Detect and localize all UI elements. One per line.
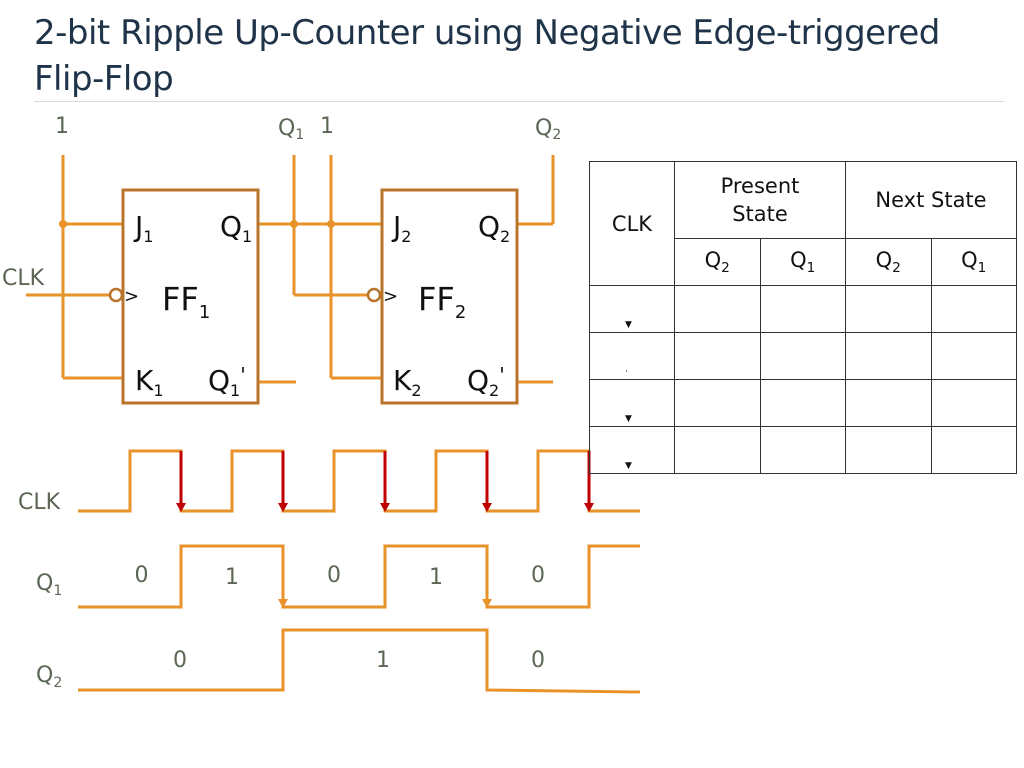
cell-present-q1 [759,285,846,333]
q2-waveform [78,628,641,694]
cell-next-q2 [845,379,932,427]
clk-waveform [78,449,640,513]
cell-next-q1 [930,285,1017,333]
clk-falling-edge-arrow-head-icon [584,503,594,512]
table-row: · [589,332,1017,380]
timing-waveforms: 0 1 0 1 0 0 1 0 [78,449,641,694]
ff1-wiring [26,155,368,384]
junction-dot [59,220,67,228]
ff2-clock-triangle-icon: > [383,286,398,307]
falling-edge-icon: · [625,367,628,377]
clk-input-label: CLK [2,266,45,291]
ff1-negedge-bubble [108,287,124,303]
ff1-input-const-label: 1 [55,114,69,139]
header-next-state: Next State [845,161,1017,239]
cell-clk: ▼ [589,285,675,333]
ff2-name-label: FF2 [418,280,466,323]
timing-label-clk: CLK [18,490,61,515]
junction-dot [290,220,298,228]
ff2-j-label: J2 [391,210,411,246]
ff2-wiring [327,155,555,384]
cell-next-q1 [930,379,1017,427]
q1-waveform [78,544,640,609]
subheader-next-q1: Q1 [930,238,1017,286]
subheader-present-q1: Q1 [759,238,846,286]
cell-present-q1 [759,379,846,427]
falling-edge-icon: ▼ [625,320,632,330]
ff1-qbar-label: Q1' [208,363,246,400]
truth-table: CLK Present State Next State Q2 Q1 Q2 Q1… [589,161,1017,474]
q1-falling-edge-arrow-head-icon [482,599,492,608]
cell-next-q1 [930,426,1017,474]
table-row: ▼ [589,285,1017,333]
slide-title: 2-bit Ripple Up-Counter using Negative E… [34,13,940,99]
ff1-clock-triangle-icon: > [124,286,139,307]
q1-value-label: 1 [429,565,443,590]
ff2-input-const-label: 1 [320,114,334,139]
cell-present-q2 [674,332,761,380]
subheader-present-q2: Q2 [674,238,761,286]
header-clk: CLK [589,161,675,286]
q1-falling-edge-arrow-head-icon [278,599,288,608]
ff2-k-label: K2 [393,364,422,400]
cell-next-q2 [845,426,932,474]
title-divider [34,101,1004,102]
clk-falling-edge-arrow-head-icon [380,503,390,512]
clk-falling-edge-arrow-head-icon [482,503,492,512]
cell-clk: ▼ [589,426,675,474]
ff2-negedge-bubble [366,287,382,303]
clk-falling-edge-arrow-head-icon [278,503,288,512]
q1-value-label: 0 [135,563,149,588]
table-row: ▼ [589,379,1017,427]
q1-value-label: 0 [327,563,341,588]
cell-clk: ▼ [589,379,675,427]
cell-next-q2 [845,285,932,333]
q2-value-label: 0 [173,648,187,673]
cell-present-q2 [674,379,761,427]
q2-value-label: 1 [376,648,390,673]
q2-output-label: Q2 [535,116,561,143]
q1-value-label: 0 [531,563,545,588]
ff2-qbar-label: Q2' [467,363,505,400]
header-present-state: Present State [674,161,846,239]
ff1-j-label: J1 [133,210,153,246]
subheader-next-q2: Q2 [845,238,932,286]
q2-value-label: 0 [531,648,545,673]
cell-next-q2 [845,332,932,380]
cell-next-q1 [930,332,1017,380]
cell-present-q2 [674,426,761,474]
clk-falling-edge-arrow-head-icon [176,503,186,512]
junction-dot [327,220,335,228]
ff1-box [121,188,260,405]
timing-label-q1: Q1 [36,571,62,599]
q1-value-label: 1 [225,565,239,590]
ff1-name-label: FF1 [162,280,210,323]
falling-edge-icon: ▼ [625,461,632,471]
table-row: ▼ [589,426,1017,474]
cell-present-q1 [759,426,846,474]
ff1-k-label: K1 [135,364,164,400]
falling-edge-icon: ▼ [625,414,632,424]
ff2-clk-source-label: Q1 [278,116,304,143]
timing-label-q2: Q2 [36,663,62,691]
ff1-q-label: Q1 [220,210,252,246]
ff2-q-label: Q2 [478,210,510,246]
cell-present-q2 [674,285,761,333]
ff2-box [380,188,519,405]
cell-present-q1 [759,332,846,380]
cell-clk: · [589,332,675,380]
